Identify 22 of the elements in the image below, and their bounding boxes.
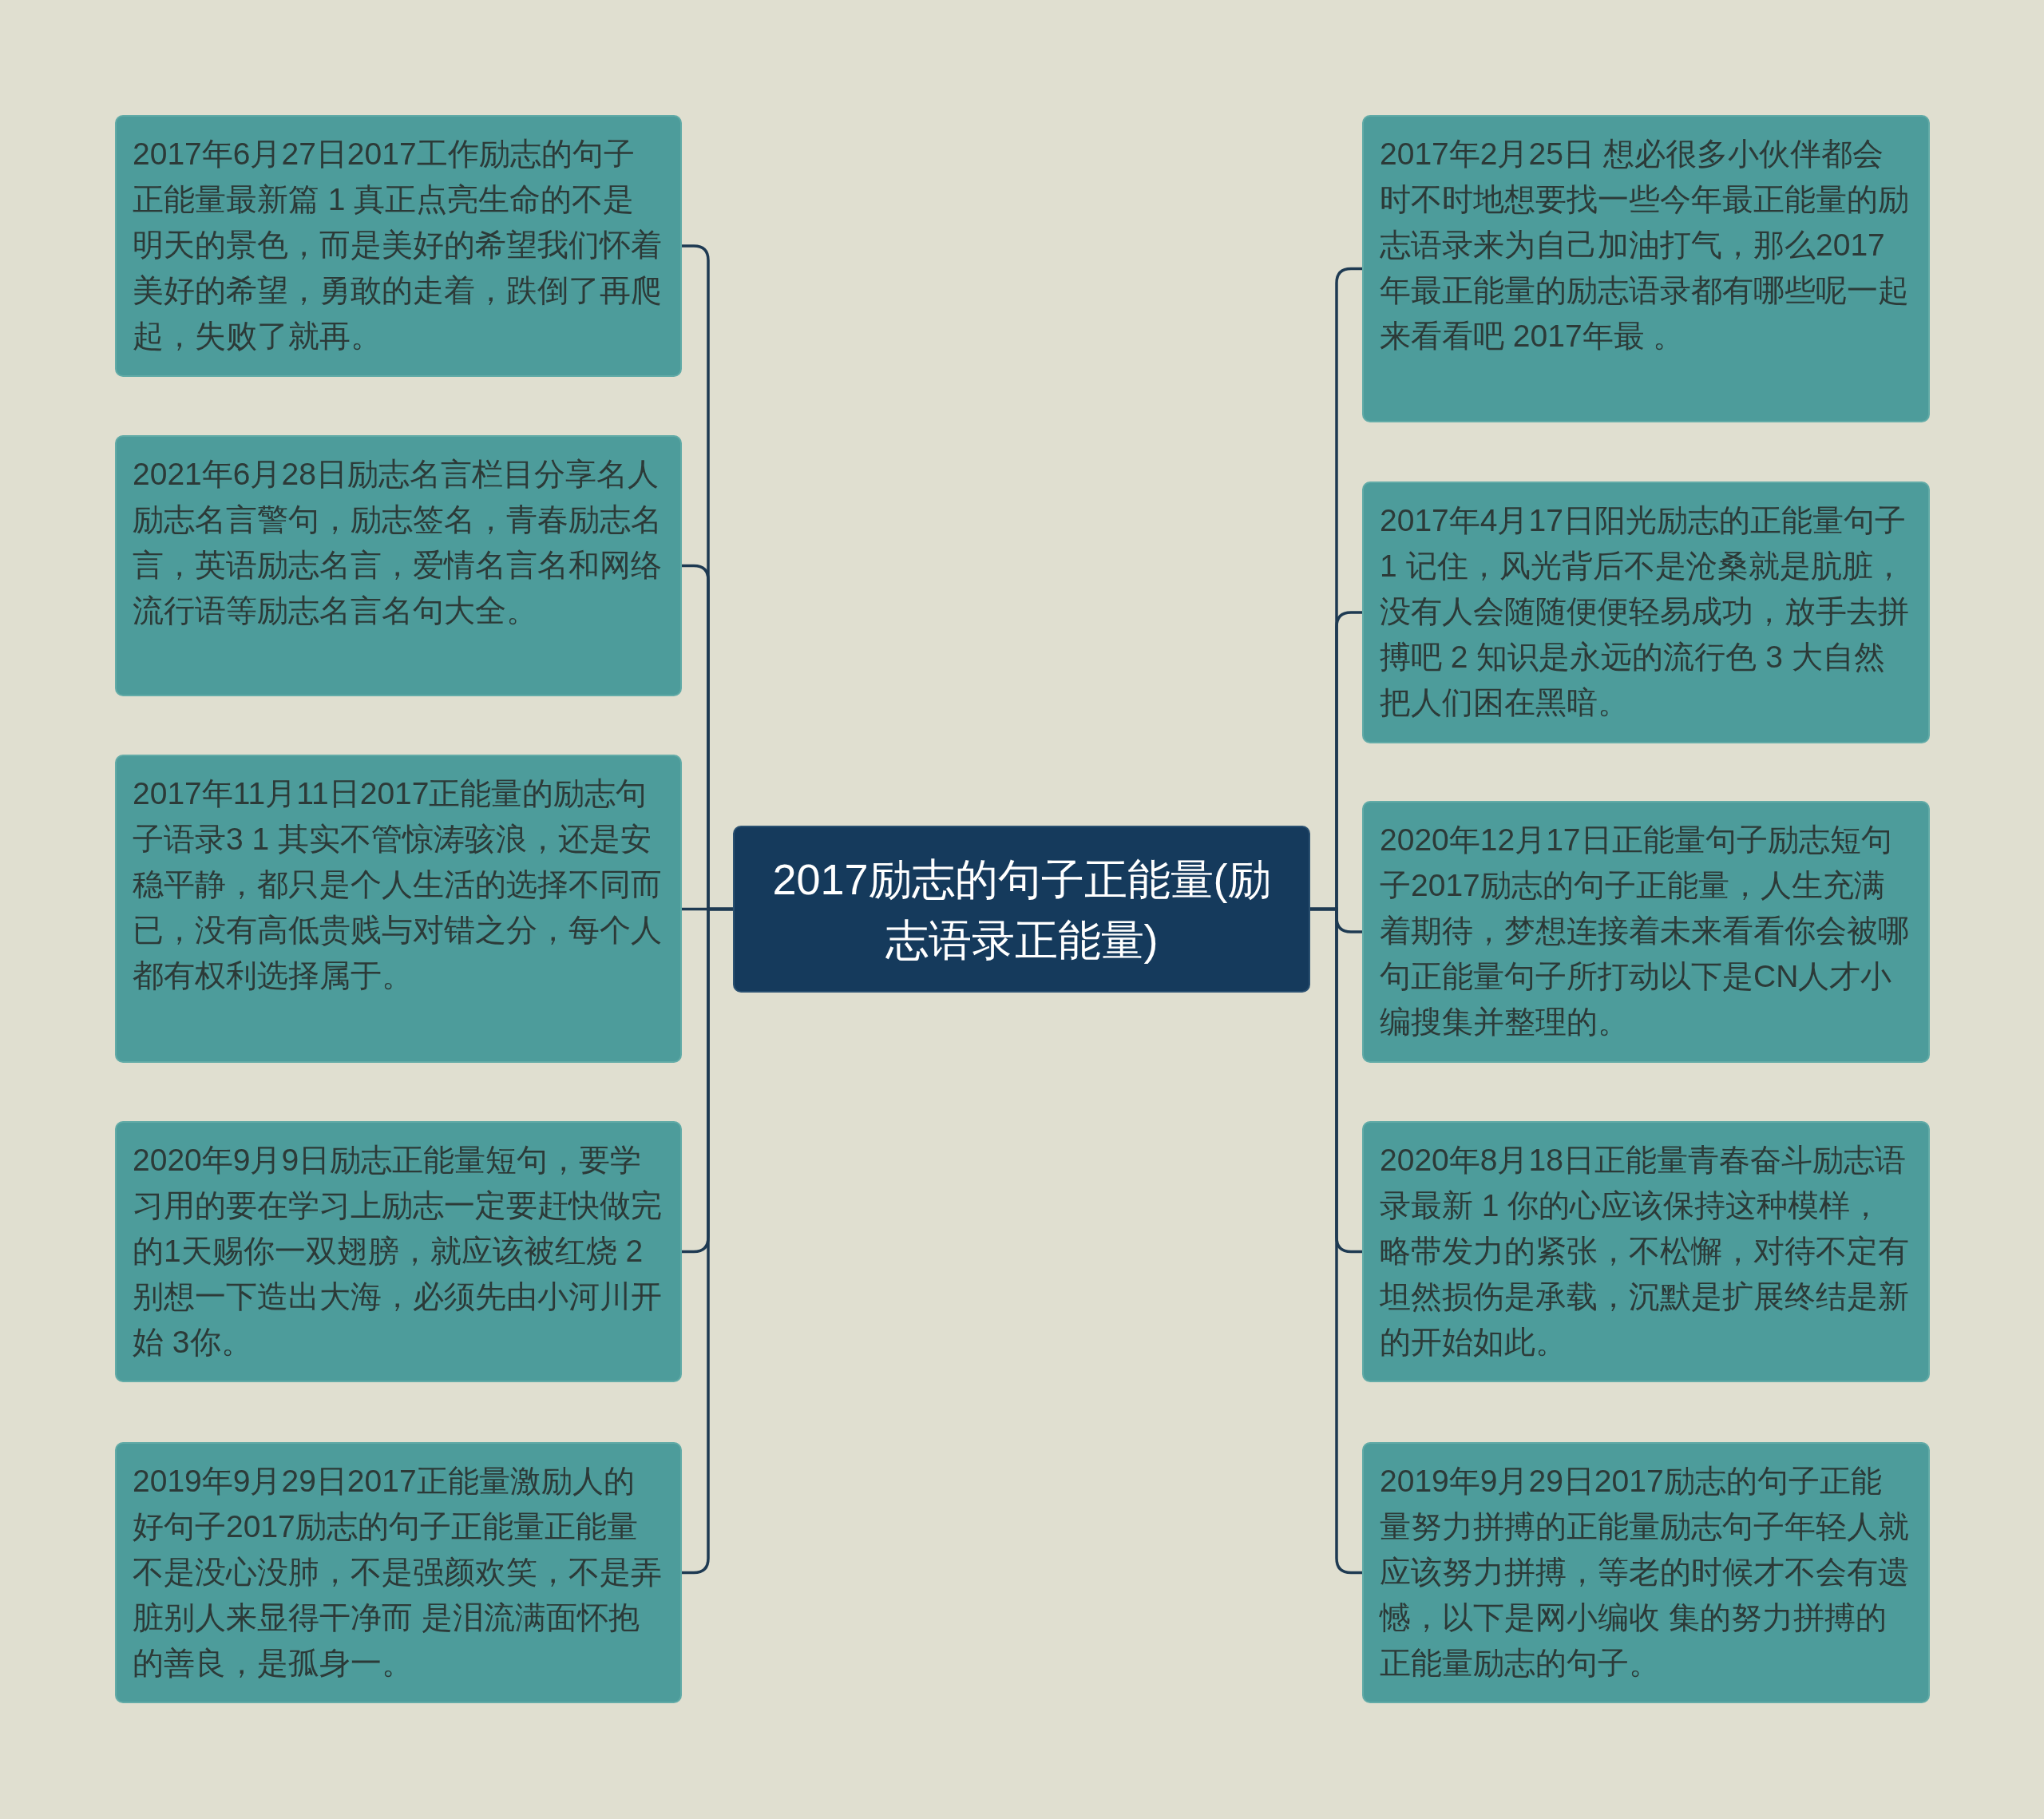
topic-box [115, 115, 682, 377]
topic-box [115, 755, 682, 1063]
topic-text: 2019年9月29日2017正能量激励人的好句子2017励志的句子正能量正能量不是没心没肺，不是强颜欢笑，不是弄脏别人来显得干净而 是泪流满面怀抱的善良，是孤身一。 [133, 1463, 663, 1682]
topic-box [115, 1121, 682, 1382]
topic-box [1362, 801, 1930, 1063]
topic-text: 2020年8月18日正能量青春奋斗励志语录最新 1 你的心应该保持这种模样，略带发力的紧张，不松懈，对待不定有坦然损伤是承载，沉默是扩展终结是新的开始如此。 [1380, 1142, 1910, 1361]
topic-box [1362, 1442, 1930, 1703]
topic-text: 2020年9月9日励志正能量短句，要学习用的要在学习上励志一定要赶快做完的1天赐你一双翅膀，就应该被红烧 2别想一下造出大海，必须先由小河川开始 3你。 [133, 1142, 663, 1361]
topic-text: 2020年12月17日正能量句子励志短句子2017励志的句子正能量，人生充满着期待，梦想连接着未来看看你会被哪句正能量句子所打动以下是CN人才小编搜集并整理的。 [1380, 822, 1910, 1040]
topic-box [115, 1442, 682, 1703]
topic-text: 2017年2月25日 想必很多小伙伴都会时不时地想要找一些今年最正能量的励志语录来为自己加油打气，那么2017年最正能量的励志语录都有哪些呢一起来看看吧 2017年最 。 [1380, 136, 1910, 355]
topic-box [1362, 115, 1930, 422]
topic-text: 2017年6月27日2017工作励志的句子正能量最新篇 1 真正点亮生命的不是明天的景色，而是美好的希望我们怀着美好的希望，勇敢的走着，跌倒了再爬起，失败了就再。 [133, 136, 663, 355]
topic-box [1362, 1121, 1930, 1382]
topic-box [115, 435, 682, 696]
topic-text: 2021年6月28日励志名言栏目分享名人励志名言警句，励志签名，青春励志名言，英语励志名言，爱情名言名和网络流行语等励志名言名句大全。 [133, 456, 663, 629]
topic-text: 2017年4月17日阳光励志的正能量句子1 记住，风光背后不是沧桑就是肮脏，没有人会随随便便轻易成功，放手去拼搏吧 2 知识是永远的流行色 3 大自然把人们困在黑暗。 [1380, 502, 1910, 721]
topic-box [1362, 482, 1930, 743]
central-topic-text: 2017励志的句子正能量(励志语录正能量) [771, 854, 1272, 965]
topic-text: 2017年11月11日2017正能量的励志句子语录3 1 其实不管惊涛骇浪，还是安稳平静，都只是个人生活的选择不同而已，没有高低贵贱与对错之分，每个人都有权利选择属于。 [133, 775, 663, 994]
central-topic-box [733, 826, 1310, 993]
topic-text: 2019年9月29日2017励志的句子正能量努力拼搏的正能量励志句子年轻人就应该努力拼搏，等老的时候才不会有遗憾，以下是网小编收 集的努力拼搏的正能量励志的句子。 [1380, 1463, 1910, 1682]
